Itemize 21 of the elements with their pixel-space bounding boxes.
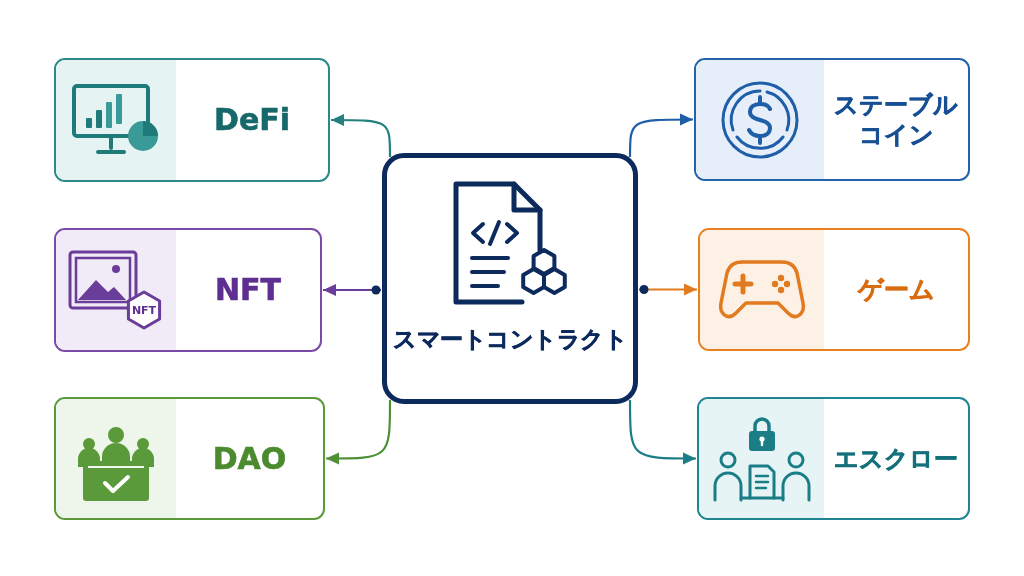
card-title: エスクロー xyxy=(834,443,958,474)
hexagon-label: NFT xyxy=(131,304,157,316)
card-title: DeFi xyxy=(214,101,290,139)
card-title: ゲーム xyxy=(857,273,935,306)
arrow xyxy=(326,400,392,465)
hub-card xyxy=(382,153,638,404)
use-case-card xyxy=(54,228,322,352)
arrow xyxy=(331,114,392,157)
use-case-card xyxy=(698,228,970,351)
card-title: NFT xyxy=(214,271,282,309)
hub-title: スマートコントラクト xyxy=(393,328,627,351)
arrow xyxy=(323,284,381,296)
use-case-card xyxy=(697,397,970,520)
arrow xyxy=(628,400,696,465)
use-case-card xyxy=(54,397,325,520)
arrow xyxy=(628,113,693,157)
use-case-card xyxy=(54,58,330,182)
card-title: DAO xyxy=(212,439,287,478)
arrow xyxy=(639,283,697,296)
use-case-card xyxy=(694,58,970,181)
card-title: ステーブルコイン xyxy=(833,89,959,150)
